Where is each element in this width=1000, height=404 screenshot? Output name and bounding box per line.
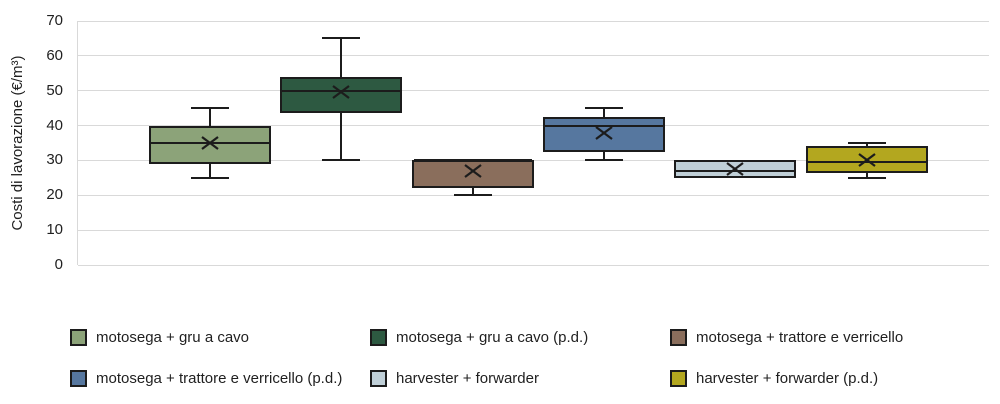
mean-x-marker [331, 84, 351, 105]
y-tick-label: 10 [46, 221, 63, 239]
lower-whisker [865, 172, 868, 178]
y-tick-label: 0 [54, 256, 63, 273]
mean-x-marker [857, 152, 877, 173]
legend-swatch-icon [70, 328, 87, 346]
mean-x-marker [594, 125, 614, 146]
legend-item-3: motosega + trattore e verricello [670, 328, 903, 346]
legend-swatch-icon [670, 328, 687, 346]
iqr-box [542, 116, 665, 152]
legend-swatch-icon [670, 369, 687, 387]
y-tick-label: 60 [46, 46, 63, 64]
upper-whisker [602, 108, 605, 117]
lower-whisker-cap [322, 159, 361, 162]
legend-item-2: motosega + gru a cavo (p.d.) [370, 328, 588, 346]
upper-whisker-cap [847, 142, 886, 144]
plot-area [77, 20, 989, 266]
gridline [78, 194, 989, 196]
mean-x-marker [200, 135, 220, 156]
upper-whisker-cap [322, 37, 361, 40]
legend-item-4: motosega + trattore e verricello (p.d.) [70, 369, 342, 387]
mean-x-marker [463, 163, 483, 184]
gridline [78, 125, 989, 127]
upper-whisker [209, 108, 211, 126]
median-line [282, 89, 401, 92]
lower-whisker-cap [453, 194, 492, 197]
lower-whisker [602, 151, 605, 161]
legend-label: harvester + forwarder [396, 369, 539, 387]
upper-whisker-cap [191, 107, 229, 110]
gridline [78, 90, 989, 92]
mean-x-marker [725, 161, 745, 182]
gridline [78, 55, 989, 57]
gridline [78, 229, 989, 231]
median-line [676, 169, 795, 172]
lower-whisker [471, 188, 474, 196]
legend-label: motosega + gru a cavo (p.d.) [396, 328, 589, 346]
legend-label: motosega + trattore e verricello [696, 328, 904, 346]
legend-swatch-icon [370, 369, 387, 387]
upper-whisker-cap [584, 107, 623, 110]
legend-item-6: harvester + forwarder (p.d.) [670, 369, 878, 387]
legend-label: motosega + trattore e verricello (p.d.) [96, 369, 343, 387]
legend-item-5: harvester + forwarder [370, 369, 539, 387]
lower-whisker-cap [191, 176, 229, 179]
upper-whisker [340, 38, 343, 77]
y-tick-label: 70 [46, 12, 63, 29]
upper-whisker [865, 143, 868, 147]
median-line [544, 124, 663, 127]
y-tick-label: 50 [46, 81, 63, 99]
legend-swatch-icon [370, 328, 387, 346]
legend-swatch-icon [70, 369, 87, 387]
gridline [78, 20, 989, 22]
lower-whisker [340, 113, 343, 161]
gridline [78, 264, 989, 266]
y-tick-label: 30 [46, 151, 63, 169]
iqr-box [280, 76, 403, 114]
y-tick-label: 40 [46, 116, 63, 134]
median-line [807, 161, 926, 164]
lower-whisker [209, 163, 211, 178]
lower-whisker-cap [584, 159, 623, 162]
y-tick-label: 20 [46, 186, 63, 204]
lower-whisker-cap [847, 176, 886, 179]
legend-label: harvester + forwarder (p.d.) [696, 369, 879, 387]
legend-label: motosega + gru a cavo [96, 328, 250, 346]
iqr-box [149, 125, 271, 164]
median-line [413, 159, 532, 162]
legend-item-1: motosega + gru a cavo [70, 328, 249, 346]
